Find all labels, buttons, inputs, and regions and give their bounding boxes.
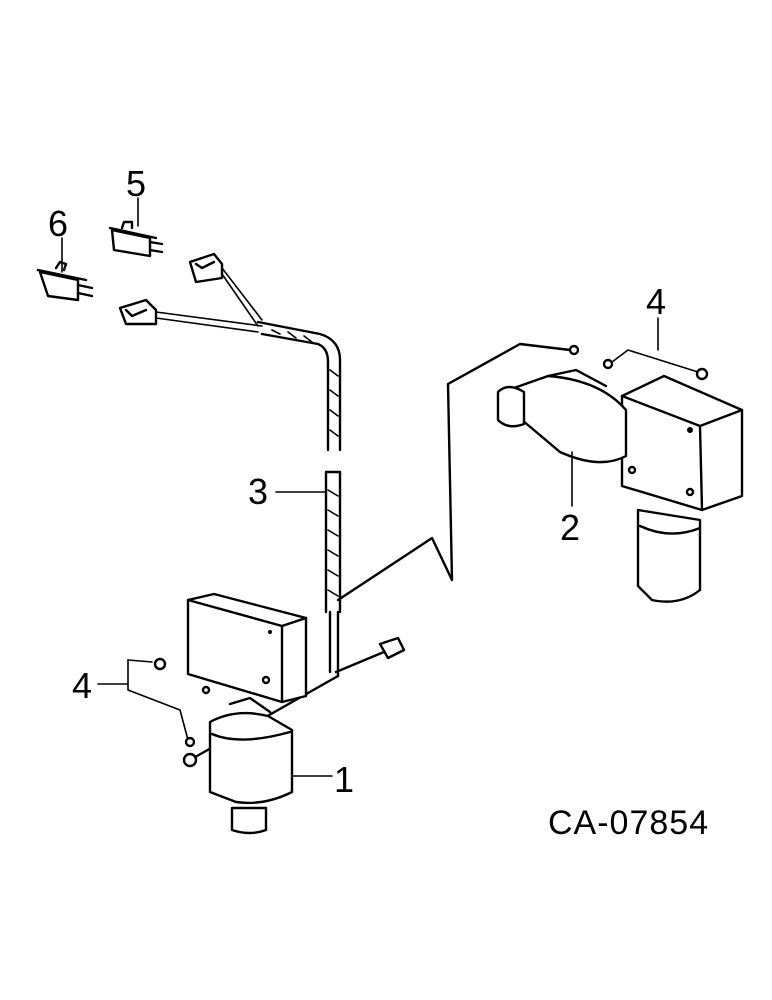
figure-code: CA-07854 <box>548 804 709 842</box>
wiper-motor-2 <box>496 368 744 603</box>
harness-connector-lower <box>118 298 158 326</box>
callout-3: 3 <box>248 471 268 512</box>
ground-wire-right <box>602 349 709 381</box>
callout-1: 1 <box>334 759 354 800</box>
callout-5: 5 <box>126 163 146 204</box>
ground-wire-left <box>127 657 198 768</box>
callout-4-right: 4 <box>646 281 666 322</box>
wiper-motor-1 <box>186 592 308 835</box>
callout-4-left: 4 <box>72 665 92 706</box>
microswitch-6 <box>36 260 94 302</box>
callout-2: 2 <box>560 507 580 548</box>
callout-leaders <box>61 197 659 777</box>
callout-6: 6 <box>48 203 68 244</box>
microswitch-5 <box>108 220 164 258</box>
harness-connector-upper <box>188 252 224 284</box>
wiring-harness <box>155 267 580 762</box>
